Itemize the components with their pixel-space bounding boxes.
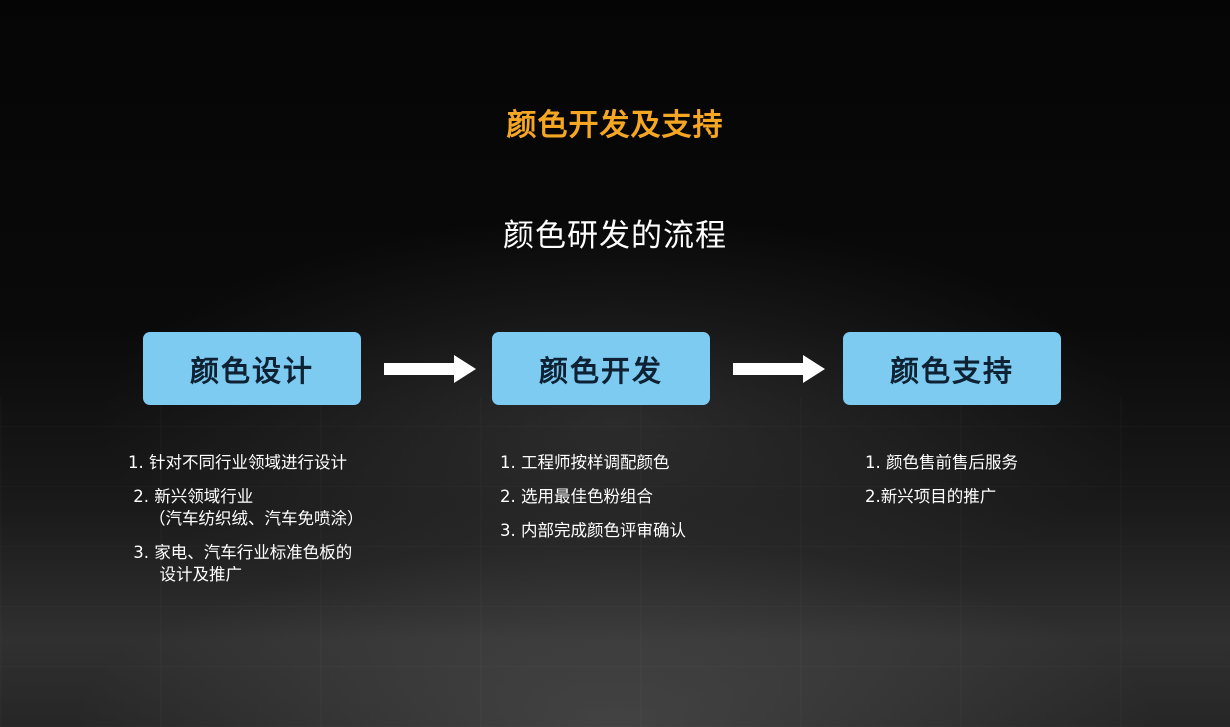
list-item: 3. 内部完成颜色评审确认 [500, 521, 686, 540]
step-list-support: 1. 颜色售前售后服务 2.新兴项目的推广 [865, 452, 1165, 520]
step-list-development: 1. 工程师按样调配颜色 2. 选用最佳色粉组合 3. 内部完成颜色评审确认 [500, 452, 800, 554]
list-item: 2.新兴项目的推广 [865, 487, 997, 506]
step-box-support: 颜色支持 [843, 332, 1061, 405]
step-label-design: 颜色设计 [189, 353, 314, 388]
arrow-right-icon [384, 355, 476, 383]
list-item: 1. 颜色售前售后服务 [865, 453, 1018, 472]
page-title: 颜色开发及支持 [506, 108, 724, 143]
step-label-development: 颜色开发 [538, 353, 663, 388]
list-item: 1. 针对不同行业领域进行设计 [128, 453, 347, 472]
list-item: 1. 工程师按样调配颜色 [500, 453, 670, 472]
diagram-subtitle: 颜色研发的流程 [503, 218, 727, 254]
step-box-design: 颜色设计 [143, 332, 361, 405]
step-list-design: 1. 针对不同行业领域进行设计 2. 新兴领域行业 （汽车纺织绒、汽车免喷涂） … [128, 452, 428, 598]
step-label-support: 颜色支持 [889, 353, 1014, 388]
list-item: 2. 新兴领域行业 （汽车纺织绒、汽车免喷涂） [133, 487, 364, 528]
step-box-development: 颜色开发 [492, 332, 710, 405]
list-item: 2. 选用最佳色粉组合 [500, 487, 653, 506]
list-item: 3. 家电、汽车行业标准色板的 设计及推广 [133, 543, 353, 584]
arrow-right-icon [733, 355, 825, 383]
